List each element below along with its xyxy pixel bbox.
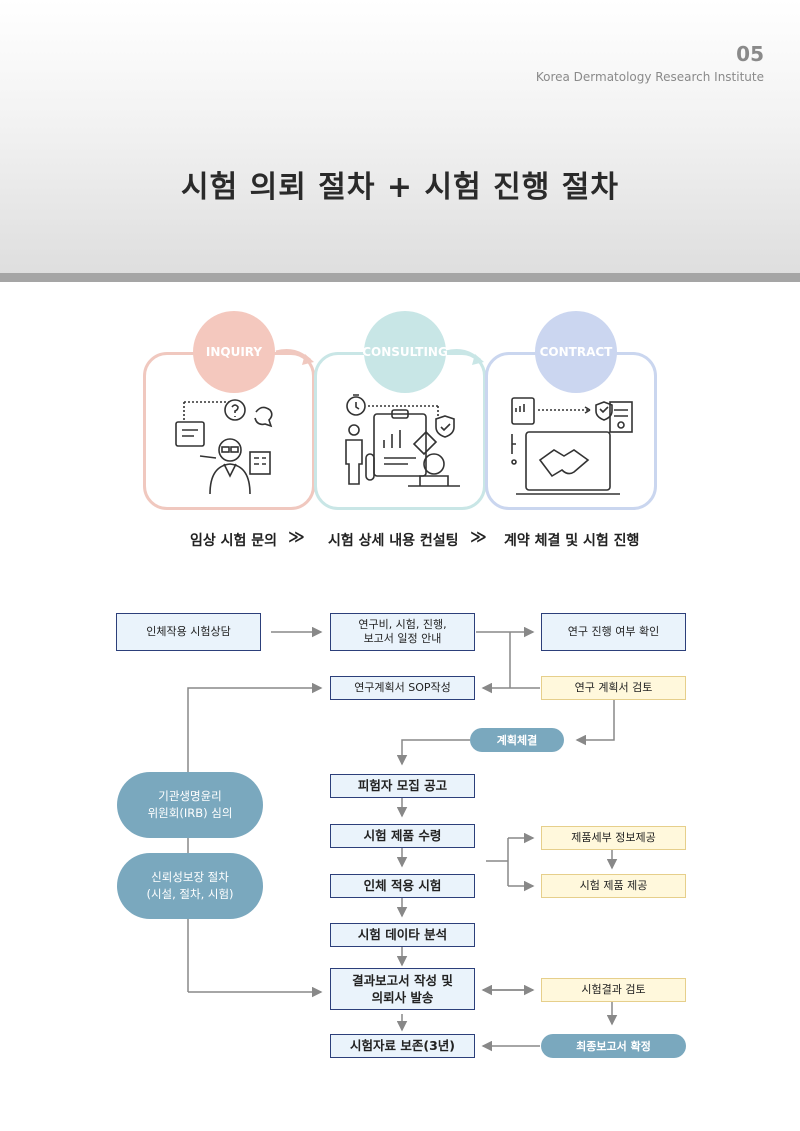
flow-recruit-box: 피험자 모집 공고 [330,774,475,798]
flow-consult-box: 인체작용 시험상담 [116,613,261,651]
flow-plan-review-box: 연구 계획서 검토 [541,676,686,700]
flow-contract-pill: 계획체결 [470,728,564,752]
flow-analysis-box: 시험 데이타 분석 [330,923,475,947]
flow-info-box: 제품세부 정보제공 [541,826,686,850]
flow-provide-box: 시험 제품 제공 [541,874,686,898]
flow-receive-box: 시험 제품 수령 [330,824,475,848]
flow-result-review-box: 시험결과 검토 [541,978,686,1002]
flow-sop-box: 연구계획서 SOP작성 [330,676,475,700]
flow-irb-oval: 기관생명윤리 위원회(IRB) 심의 [117,772,263,838]
flow-apply-box: 인체 적용 시험 [330,874,475,898]
flow-archive-box: 시험자료 보존(3년) [330,1034,475,1058]
flow-check-box: 연구 진행 여부 확인 [541,613,686,651]
flow-report-box: 결과보고서 작성 및 의뢰사 발송 [330,968,475,1010]
flow-guide-box: 연구비, 시험, 진행, 보고서 일정 안내 [330,613,475,651]
flow-final-pill: 최종보고서 확정 [541,1034,686,1058]
flow-reliability-oval: 신뢰성보장 절차 (시설, 절차, 시험) [117,853,263,919]
